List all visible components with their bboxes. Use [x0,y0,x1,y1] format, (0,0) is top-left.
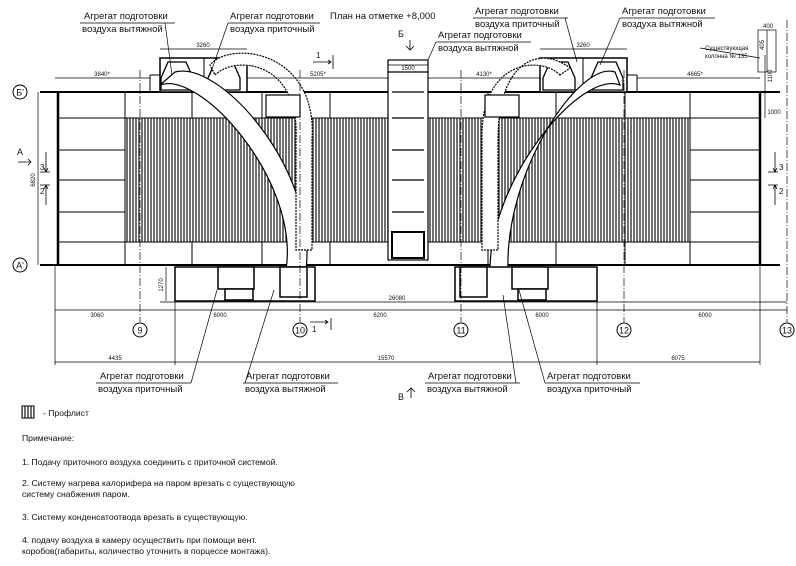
profiled-sheet-area-right [424,117,691,243]
dim-lower: 6075 [671,356,685,362]
svg-text:Агрегат подготовки: Агрегат подготовки [547,371,631,382]
axis-label: 9 [137,326,142,336]
dim-span: 3060 [90,313,104,319]
axis-label: А' [16,261,24,271]
dim-span: 6000 [213,313,227,319]
svg-text:3: 3 [40,163,45,172]
svg-text:воздуха приточный: воздуха приточный [475,19,560,30]
axis-marker-12: 12 [616,322,632,338]
dimension-lines [37,29,787,365]
dim-lower: 15570 [378,356,395,362]
svg-text:Агрегат подготовки: Агрегат подготовки [100,371,184,382]
svg-text:воздуха вытяжной: воздуха вытяжной [438,43,519,54]
svg-text:воздуха приточный: воздуха приточный [230,24,315,35]
axis-label: 13 [782,326,792,336]
note-item: 1. Подачу приточного воздуха соединить с… [22,457,278,467]
callout-bottom-right-supply: Агрегат подготовки воздуха приточный [518,289,640,395]
svg-text:Б: Б [398,29,404,39]
notes-heading: Примечание: [22,433,75,443]
plan-title: План на отметке +8,000 [330,11,436,22]
cut-mark-1-top: 1 [313,51,334,69]
axis-label: 12 [619,326,629,336]
dim-top-right-offset: 4665* [687,72,703,78]
note-item: 4. подачу воздуха в камеру осуществить п… [22,535,271,556]
svg-text:2: 2 [779,187,784,196]
svg-text:В: В [398,392,404,402]
section-mark-b: Б [398,29,415,51]
dim-405: 405 [760,39,766,50]
callout-bottom-left-supply: Агрегат подготовки воздуха приточный [96,289,218,395]
hatch-swatch-icon [21,405,35,419]
grid-axes [139,20,788,322]
svg-text:Агрегат подготовки: Агрегат подготовки [230,11,314,22]
cut-marks-right: 3 2 [768,152,784,205]
axis-marker-10: 10 [292,322,308,338]
dim-span: 6000 [698,313,712,319]
dim-span: 6000 [535,313,549,319]
svg-text:воздуха вытяжной: воздуха вытяжной [82,24,163,35]
axis-marker-b-prime: Б' [12,84,28,100]
callout-top-right-exhaust: Агрегат подготовки воздуха вытяжной [599,6,715,66]
svg-text:1: 1 [316,51,321,60]
dim-bottom-unit-depth: 1270 [159,278,165,292]
svg-text:А: А [17,147,23,157]
svg-text:Агрегат подготовки: Агрегат подготовки [246,371,330,382]
cut-mark-1-bottom: 1 [310,318,332,334]
callout-top-left-supply: Агрегат подготовки воздуха приточный [209,11,320,76]
svg-text:воздуха вытяжной: воздуха вытяжной [622,19,703,30]
svg-text:1: 1 [312,325,317,334]
exhaust-tower [387,59,429,261]
svg-text:Агрегат подготовки: Агрегат подготовки [475,6,559,17]
axis-marker-11: 11 [453,322,469,338]
callout-bottom-left-exhaust: Агрегат подготовки воздуха вытяжной [243,289,338,395]
dim-top-mid-left: 5205* [310,72,326,78]
legend-profiled-sheet: - Профлист [21,405,89,419]
dim-span: 6200 [373,313,387,319]
svg-text:Существующая: Существующая [705,46,748,52]
axis-marker-a-prime: А' [12,257,28,273]
note-item: 2. Систему нагрева калорифера на паром в… [22,478,295,499]
callout-top-center-exhaust: Агрегат подготовки воздуха вытяжной [427,30,531,61]
note-item: 3. Систему конденсатоотвода врезать в су… [22,512,248,522]
dim-top-left-unit: 3260 [196,43,210,49]
dim-left-height: 6820 [31,173,37,187]
svg-text:Агрегат подготовки: Агрегат подготовки [438,30,522,41]
svg-text:Агрегат подготовки: Агрегат подготовки [622,6,706,17]
dim-top-left-offset: 3840* [94,72,110,78]
svg-text:воздуха приточный: воздуха приточный [547,384,632,395]
section-mark-v: В [398,387,416,402]
callout-top-left-exhaust: Агрегат подготовки воздуха вытяжной [80,11,175,76]
cut-marks-left: 3 2 [40,152,50,205]
dim-top-mid-right: 4130* [476,72,492,78]
dim-top-right-unit: 3260 [576,43,590,49]
dim-total: 26080 [389,296,406,302]
bottom-air-units [174,266,598,302]
callout-existing-column: Существующая колонна № 135 [705,46,748,60]
dim-tower-width: 1500 [401,66,415,72]
svg-text:Агрегат подготовки: Агрегат подготовки [428,371,512,382]
svg-text:Агрегат подготовки: Агрегат подготовки [84,11,168,22]
svg-text:3: 3 [779,163,784,172]
dim-lower: 4435 [108,356,122,362]
legend-label: - Профлист [43,408,89,418]
callout-top-right-supply: Агрегат подготовки воздуха приточный [473,6,578,63]
axis-label: 10 [295,326,305,336]
section-mark-a: А [17,147,32,166]
axis-marker-9: 9 [132,322,148,338]
callout-bottom-right-exhaust: Агрегат подготовки воздуха вытяжной [425,294,520,395]
axis-marker-13: 13 [779,322,795,338]
svg-text:колонна № 135: колонна № 135 [705,53,748,60]
axis-label: Б' [16,88,24,98]
svg-text:воздуха приточный: воздуха приточный [98,384,183,395]
dim-1000: 1000 [767,110,781,116]
svg-text:воздуха вытяжной: воздуха вытяжной [427,384,508,395]
axis-label: 11 [456,326,465,336]
dim-400: 400 [763,24,774,30]
svg-text:воздуха вытяжной: воздуха вытяжной [245,384,326,395]
svg-text:2: 2 [40,187,45,196]
dim-1100: 1100 [768,69,774,83]
